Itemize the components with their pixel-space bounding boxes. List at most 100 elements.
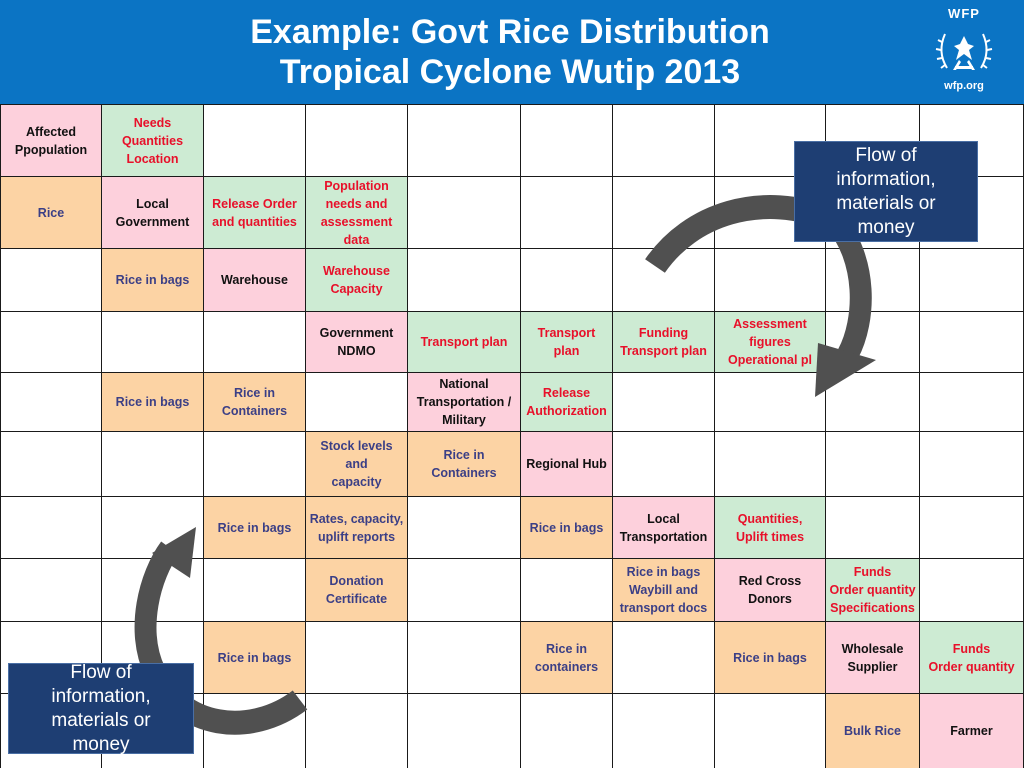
matrix-cell-label: Government NDMO (319, 326, 394, 358)
empty-matrix-cell (408, 105, 521, 177)
matrix-cell: Rice in Containers (408, 432, 521, 497)
empty-matrix-cell (306, 694, 408, 768)
matrix-cell-label: Rates, capacity, uplift reports (309, 511, 404, 544)
empty-matrix-cell (0, 497, 102, 559)
empty-matrix-cell (920, 559, 1024, 622)
matrix-cell: Warehouse (204, 249, 306, 312)
matrix-cell-label: Red Cross Donors (738, 574, 802, 606)
matrix-cell: Needs Quantities Location (102, 105, 204, 177)
empty-matrix-cell (102, 432, 204, 497)
empty-matrix-cell (920, 432, 1024, 497)
matrix-cell-label: Rice (37, 205, 65, 220)
empty-matrix-cell (408, 622, 521, 694)
flow-legend-text-bottom: Flow of information, materials or money (51, 661, 151, 755)
empty-matrix-cell (204, 105, 306, 177)
matrix-cell-label: Rice in Containers (221, 386, 288, 418)
matrix-cell-label: Rice in bags (217, 650, 292, 665)
empty-matrix-cell (715, 249, 826, 312)
wfp-logo: WFP wfp.org (916, 6, 1012, 98)
matrix-cell: Release Order and quantities (204, 177, 306, 249)
title-banner: Example: Govt Rice Distribution Tropical… (0, 0, 1024, 104)
empty-matrix-cell (715, 694, 826, 768)
empty-matrix-cell (920, 373, 1024, 432)
title-line-2: Tropical Cyclone Wutip 2013 (279, 53, 741, 91)
page-title: Example: Govt Rice Distribution Tropical… (110, 12, 910, 92)
empty-matrix-cell (102, 497, 204, 559)
empty-matrix-cell (204, 432, 306, 497)
wfp-emblem-icon (935, 33, 993, 70)
matrix-cell-label: National Transportation / Military (416, 377, 512, 427)
empty-matrix-cell (102, 559, 204, 622)
empty-matrix-cell (826, 312, 920, 373)
empty-matrix-cell (715, 432, 826, 497)
matrix-cell: Rice in bags (204, 497, 306, 559)
empty-matrix-cell (306, 105, 408, 177)
matrix-cell-label: Rice in containers (534, 641, 599, 674)
matrix-cell: Warehouse Capacity (306, 249, 408, 312)
matrix-cell-label: Affected Ppopulation (14, 124, 88, 157)
matrix-cell: Transport plan (408, 312, 521, 373)
empty-matrix-cell (0, 373, 102, 432)
matrix-cell-label: Needs Quantities Location (121, 115, 184, 166)
matrix-cell: Quantities, Uplift times (715, 497, 826, 559)
empty-matrix-cell (521, 559, 613, 622)
matrix-cell: Funding Transport plan (613, 312, 715, 373)
matrix-cell-label: Assessment figures Operational pl (727, 317, 813, 367)
matrix-cell: Bulk Rice (826, 694, 920, 768)
matrix-cell: Rates, capacity, uplift reports (306, 497, 408, 559)
matrix-cell: Farmer (920, 694, 1024, 768)
matrix-cell-label: Farmer (950, 724, 993, 738)
empty-matrix-cell (0, 312, 102, 373)
flow-legend-text-top: Flow of information, materials or money (836, 144, 936, 238)
matrix-cell-label: Rice in bags (529, 520, 604, 535)
matrix-cell: Rice in Containers (204, 373, 306, 432)
matrix-cell: Assessment figures Operational pl (715, 312, 826, 373)
logo-wordmark: WFP (948, 6, 980, 21)
matrix-cell: Release Authorization (521, 373, 613, 432)
matrix-cell: Regional Hub (521, 432, 613, 497)
empty-matrix-cell (204, 312, 306, 373)
logo-url: wfp.org (944, 80, 984, 92)
empty-matrix-cell (715, 373, 826, 432)
empty-matrix-cell (408, 694, 521, 768)
matrix-cell-label: Transport plan (537, 326, 596, 358)
title-line-1: Example: Govt Rice Distribution (250, 13, 770, 51)
matrix-cell: Rice in bags (521, 497, 613, 559)
empty-matrix-cell (204, 694, 306, 768)
matrix-cell-label: Donation Certificate (325, 574, 388, 606)
empty-matrix-cell (306, 373, 408, 432)
matrix-cell: Rice in bags (102, 373, 204, 432)
empty-matrix-cell (826, 497, 920, 559)
empty-matrix-cell (521, 177, 613, 249)
empty-matrix-cell (613, 622, 715, 694)
matrix-cell: Rice in bags Waybill and transport docs (613, 559, 715, 622)
matrix-cell: Funds Order quantity Specifications (826, 559, 920, 622)
empty-matrix-cell (826, 432, 920, 497)
matrix-cell-label: Rice in bags Waybill and transport docs (619, 565, 708, 615)
matrix-cell: Funds Order quantity (920, 622, 1024, 694)
empty-matrix-cell (920, 312, 1024, 373)
matrix-cell-label: Release Authorization (526, 386, 607, 418)
matrix-cell-label: Wholesale Supplier (841, 641, 904, 674)
matrix-cell: Rice in bags (204, 622, 306, 694)
matrix-cell-label: Stock levels and capacity (320, 439, 393, 489)
empty-matrix-cell (204, 559, 306, 622)
empty-matrix-cell (408, 249, 521, 312)
matrix-cell-label: Rice in bags (115, 395, 190, 409)
matrix-cell-label: Transport plan (420, 335, 508, 349)
empty-matrix-cell (408, 559, 521, 622)
empty-matrix-cell (613, 249, 715, 312)
matrix-cell-label: Rice in Containers (431, 448, 497, 480)
empty-matrix-cell (521, 694, 613, 768)
matrix-cell: Local Transportation (613, 497, 715, 559)
flow-legend-box-top: Flow of information, materials or money (794, 141, 978, 242)
flow-legend-box-bottom: Flow of information, materials or money (8, 661, 194, 755)
empty-matrix-cell (920, 497, 1024, 559)
matrix-cell-label: Release Order and quantities (212, 196, 297, 229)
empty-matrix-cell (613, 432, 715, 497)
matrix-cell-label: Rice in bags (733, 650, 807, 665)
distribution-matrix: Affected Ppopulation Needs Quantities Loc… (0, 104, 1024, 768)
matrix-cell: Stock levels and capacity (306, 432, 408, 497)
matrix-cell: Rice in containers (521, 622, 613, 694)
empty-matrix-cell (521, 105, 613, 177)
